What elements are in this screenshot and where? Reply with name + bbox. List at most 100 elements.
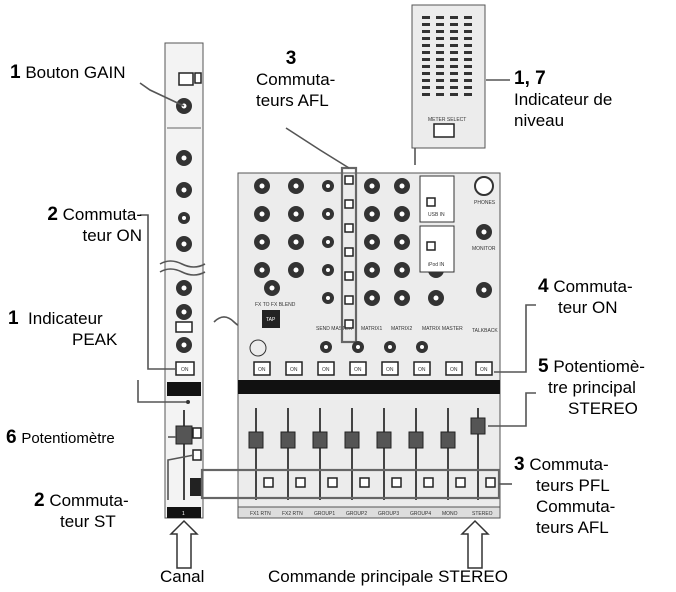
matrix-knob[interactable] (322, 180, 334, 192)
afl-top-label: 3 Commuta- teurs AFL (256, 48, 336, 111)
meter-select-button[interactable] (433, 123, 455, 138)
matrix-knob[interactable] (394, 178, 410, 194)
afl-switch[interactable] (344, 223, 354, 233)
pfl-afl-switch[interactable] (455, 477, 466, 488)
fader-knob[interactable] (248, 431, 264, 449)
pfl-afl-switch[interactable] (485, 477, 496, 488)
fx-aux-knob[interactable] (288, 234, 304, 250)
fx-aux-knob[interactable] (254, 262, 270, 278)
st-switch[interactable] (192, 449, 202, 461)
monitor-knob[interactable] (476, 282, 492, 298)
fx-aux-knob[interactable] (288, 262, 304, 278)
group-pan-knob[interactable] (320, 341, 332, 353)
pfl-afl-switch[interactable] (263, 477, 274, 488)
fx-aux-knob[interactable] (254, 234, 270, 250)
pfl-afl-switch[interactable] (423, 477, 434, 488)
fader-knob[interactable] (408, 431, 424, 449)
eq-hi-knob[interactable] (176, 150, 192, 166)
channel-on-text: ON (181, 367, 189, 373)
break-line-1 (159, 260, 206, 268)
group-pan-knob[interactable] (352, 341, 364, 353)
on-switch[interactable] (413, 361, 431, 376)
fader-knob[interactable] (376, 431, 392, 449)
on-switch[interactable] (475, 361, 493, 376)
afl-switch[interactable] (344, 199, 354, 209)
eq-mid-freq-knob[interactable] (178, 212, 190, 224)
gain-switch[interactable] (178, 72, 194, 86)
on-switch[interactable] (317, 361, 335, 376)
matrix-knob[interactable] (428, 290, 444, 306)
matrix-knob[interactable] (364, 234, 380, 250)
matrix-knob[interactable] (394, 290, 410, 306)
pfl-switch[interactable] (192, 427, 202, 439)
ipod-switch[interactable] (426, 241, 436, 251)
tap-button[interactable] (262, 310, 280, 328)
on-switch[interactable] (253, 361, 271, 376)
eq-mid-knob[interactable] (176, 182, 192, 198)
aux2-knob[interactable] (176, 304, 192, 320)
matrix-knob[interactable] (322, 292, 334, 304)
afl-top-line1: Commuta- (256, 70, 336, 89)
stereo-fader-line2: tre principal (548, 378, 636, 397)
fx-aux-knob[interactable] (288, 178, 304, 194)
phones-jack[interactable] (474, 176, 494, 196)
matrix-knob[interactable] (394, 262, 410, 278)
eq-low-knob[interactable] (176, 236, 192, 252)
fader-label: 6 Potentiomètre (6, 427, 115, 449)
matrix-knob[interactable] (322, 264, 334, 276)
matrix-knob[interactable] (364, 178, 380, 194)
fx-blend-knob[interactable] (264, 280, 280, 296)
on-switch[interactable] (349, 361, 367, 376)
matrix-knob[interactable] (322, 208, 334, 220)
meter-led (436, 58, 444, 61)
channel-pfl-block[interactable] (190, 478, 202, 496)
fader-knob[interactable] (344, 431, 360, 449)
afl-switch[interactable] (344, 247, 354, 257)
fader-bank[interactable] (248, 408, 496, 500)
break-line-2 (159, 268, 206, 276)
pad-switch[interactable] (194, 72, 202, 84)
fx-aux-knob[interactable] (254, 206, 270, 222)
canal-arrow (169, 519, 199, 569)
pan-knob[interactable] (176, 337, 192, 353)
matrix-knob[interactable] (394, 206, 410, 222)
afl-switch[interactable] (344, 175, 354, 185)
fader-knob[interactable] (280, 431, 296, 449)
matrix-knob[interactable] (364, 206, 380, 222)
afl-switch[interactable] (344, 271, 354, 281)
strip-name: GROUP3 (378, 511, 399, 517)
matrix-knob[interactable] (394, 234, 410, 250)
fx-aux-knob[interactable] (254, 178, 270, 194)
pfl-afl-switch[interactable] (327, 477, 338, 488)
matrix-knob[interactable] (364, 290, 380, 306)
pfl-afl-switch[interactable] (295, 477, 306, 488)
on-switch-text: ON (480, 367, 488, 373)
on-switch[interactable] (445, 361, 463, 376)
pfl-afl-switch[interactable] (359, 477, 370, 488)
peak-line1: Indicateur (28, 309, 103, 328)
fx-aux-knob[interactable] (288, 206, 304, 222)
fader-knob[interactable] (312, 431, 328, 449)
afl-switches[interactable] (344, 175, 354, 329)
send-master-label: SEND MASTER (316, 326, 353, 332)
matrix-knob[interactable] (364, 262, 380, 278)
on-switch-text: ON (258, 367, 266, 373)
fader-knob[interactable] (440, 431, 456, 449)
usb-switch[interactable] (426, 197, 436, 207)
afl-switch[interactable] (344, 295, 354, 305)
matrix-knob[interactable] (322, 236, 334, 248)
afl-switch[interactable] (344, 319, 354, 329)
phones-knob[interactable] (476, 224, 492, 240)
fader-knob[interactable] (470, 417, 486, 435)
group-pan-knob[interactable] (416, 341, 428, 353)
group-pan-knob[interactable] (384, 341, 396, 353)
gain-leader (139, 82, 185, 107)
pfl-afl-switch[interactable] (391, 477, 402, 488)
pre-switch[interactable] (175, 321, 193, 333)
on-switch[interactable] (381, 361, 399, 376)
aux1-knob[interactable] (176, 280, 192, 296)
meter-led (436, 93, 444, 96)
channel-fader-knob[interactable] (175, 425, 193, 445)
on-switch[interactable] (285, 361, 303, 376)
